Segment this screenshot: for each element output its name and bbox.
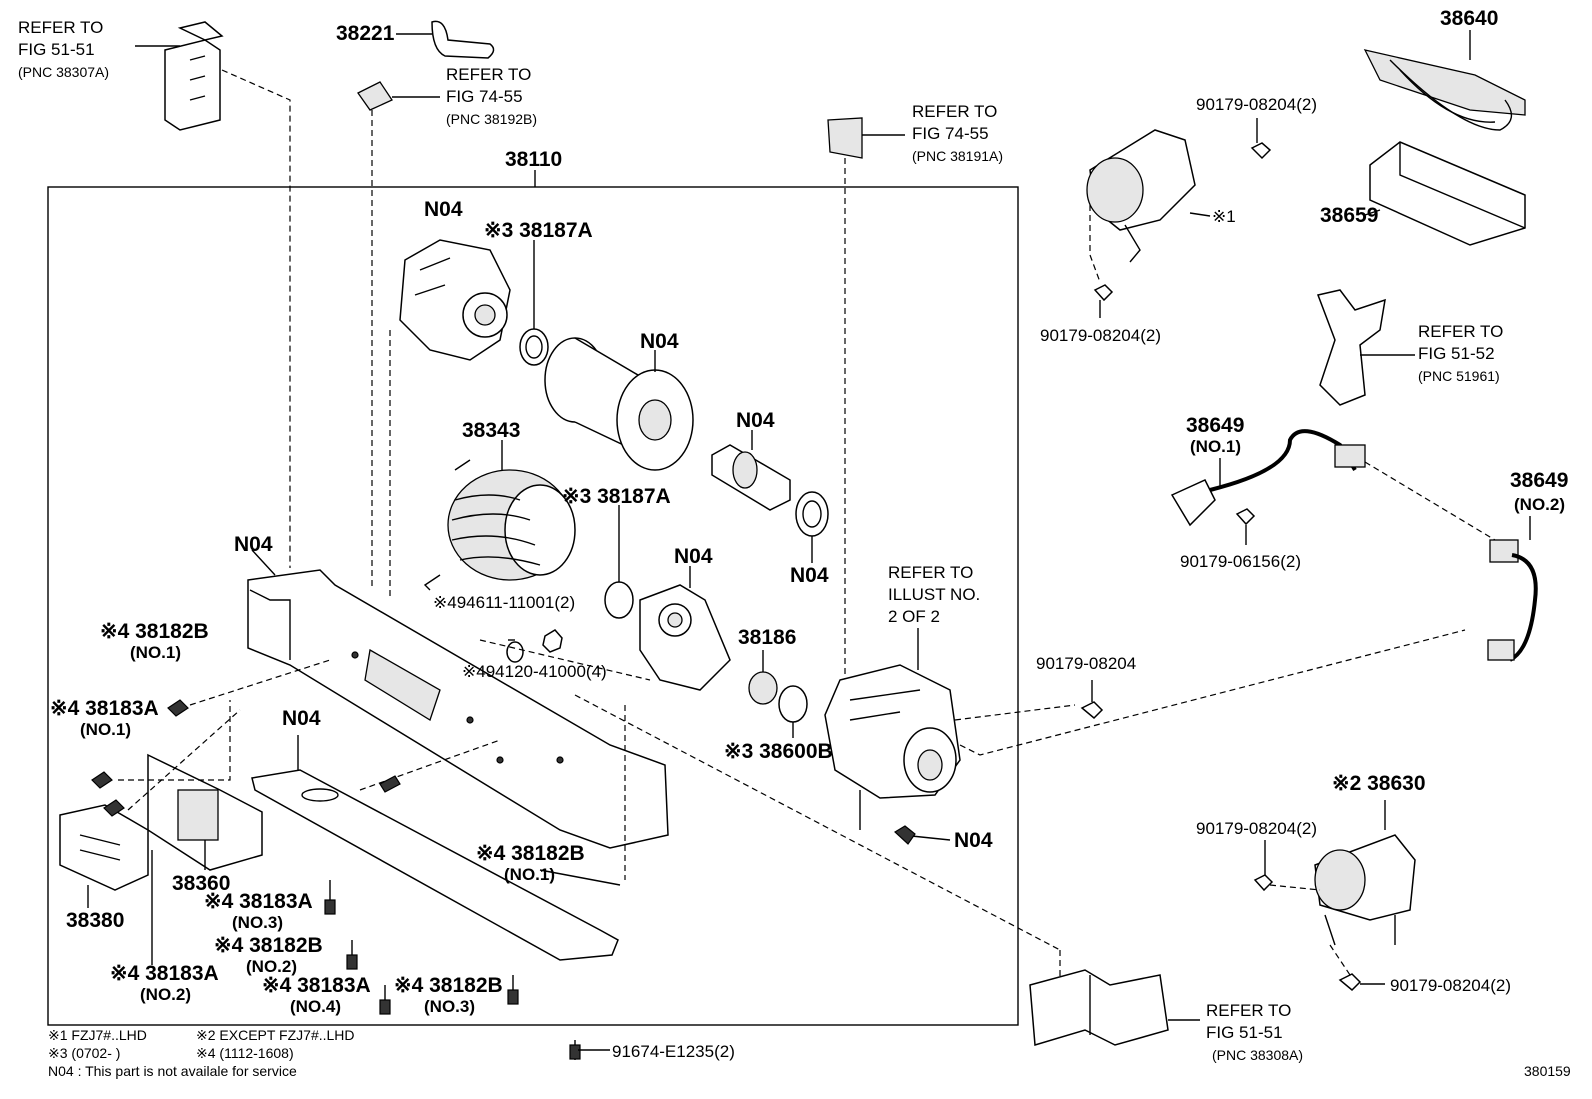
footnote-3: ※3 (0702- ) [48,1045,120,1061]
bearing-38186-icon [748,671,778,705]
part-38182b-no1-right: ※4 38182B (NO.1) [476,842,591,884]
harness-38649-no1-icon [1170,429,1366,527]
part-38182b-no1-left: ※4 38182B (NO.1) [100,620,215,662]
part-38343-label: 38343 [462,419,520,442]
n04-label-bolt: N04 [954,829,993,852]
bracket-n04-middle-icon [639,584,731,691]
n04-label-seal: N04 [790,564,829,587]
part-38182b-no2: ※4 38182B (NO.2) [214,934,329,976]
n04-label-housing: N04 [424,198,463,221]
part-38187a-label-top: ※3 38187A [484,219,593,242]
footnote-2: ※2 EXCEPT FZJ7#..LHD [196,1027,355,1043]
seal-38187a-icon [519,328,549,366]
part-90179-06156: 90179-06156(2) [1180,552,1301,571]
ref-fig-74-55-b: REFER TO FIG 74-55 (PNC 38192B) [446,65,537,127]
part-90179-08204-lower: 90179-08204(2) [1040,326,1161,345]
ref-fig-51-51-bottom: REFER TO FIG 51-51 (PNC 38308A) [1206,1001,1303,1063]
part-91674-label: 91674-E1235(2) [612,1042,735,1061]
wire-rope-38343-icon [423,459,576,591]
part-38186-label: 38186 [738,626,796,649]
seal-38187a-lower-icon [604,581,634,619]
part-38630-label: ※2 38630 [1332,772,1426,795]
ref-illust-2-of-2: REFER TO ILLUST NO. 2 OF 2 [888,563,985,626]
bracket-51961-icon [1316,289,1386,406]
part-38600b-label: ※3 38600B [724,740,833,763]
part-38640-label: 38640 [1440,7,1498,30]
n04-label-bracket: N04 [674,545,713,568]
n04-label-shaft: N04 [736,409,775,432]
assembly-38110-frame [47,186,1019,1026]
n04-label-drum: N04 [640,330,679,353]
ref-fig-51-51-top: REFER TO FIG 51-51 (PNC 38307A) [18,18,109,80]
seal-n04-icon [795,491,829,537]
mark-1-label: ※1 [1212,207,1236,226]
part-38183a-no2: ※4 38183A (NO.2) [110,962,224,1004]
part-38659-label: 38659 [1320,204,1378,227]
winch-motor-icon [824,664,961,799]
label-38192b-icon [357,81,393,111]
footnote-n04: N04 : This part is not availale for serv… [48,1063,297,1079]
part-38360-label: 38360 [172,872,230,895]
relay-mark1-icon [1086,129,1196,263]
part-38187a-label-lower: ※3 38187A [562,485,671,508]
bracket-38308a-icon [1029,969,1169,1046]
ref-fig-51-52: REFER TO FIG 51-52 (PNC 51961) [1418,322,1508,384]
part-494120-label: ※494120-41000(4) [462,662,607,681]
shaft-n04-icon [711,444,791,511]
footnote-4: ※4 (1112-1608) [196,1045,294,1061]
cable-38640-icon [1363,49,1526,131]
part-38183a-no4: ※4 38183A (NO.4) [262,974,376,1016]
part-38380-label: 38380 [66,909,124,932]
winch-frame-rail-icon [247,569,669,849]
part-494611-label: ※494611-11001(2) [433,593,575,612]
part-90179-08204-relay-bottom: 90179-08204(2) [1390,976,1511,995]
part-38649-no2: 38649 (NO.2) [1510,469,1574,514]
harness-38649-no2-icon [1487,539,1538,662]
seal-38600b-icon [778,685,808,723]
figure-number: 380159 [1524,1063,1571,1079]
footnote-1: ※1 FZJ7#..LHD [48,1027,147,1043]
lower-plate-icon [251,769,619,961]
relay-38630-icon [1314,834,1416,946]
bracket-38307a-icon [164,21,224,131]
label-38191a-icon [827,117,863,159]
n04-label-frame: N04 [234,533,273,556]
part-38649-no1: 38649 (NO.1) [1186,414,1250,456]
part-38110-label: 38110 [505,148,562,171]
plate-38380-icon [59,804,149,891]
part-38221-label: 38221 [336,22,395,45]
part-90179-08204-mid: 90179-08204 [1036,654,1136,673]
part-90179-08204-relay-top: 90179-08204(2) [1196,819,1317,838]
clip-38221-icon [431,20,495,59]
part-90179-08204-top: 90179-08204(2) [1196,95,1317,114]
ref-fig-74-55-a: REFER TO FIG 74-55 (PNC 38191A) [912,102,1003,164]
part-38183a-no3: ※4 38183A (NO.3) [204,890,318,932]
drum-n04-icon [544,337,694,471]
n04-label-plate: N04 [282,707,321,730]
pouch-38659-icon [1369,141,1526,246]
part-38183a-no1: ※4 38183A (NO.1) [50,697,164,739]
gear-housing-n04-icon [399,239,511,361]
part-38182b-no3: ※4 38182B (NO.3) [394,974,509,1016]
